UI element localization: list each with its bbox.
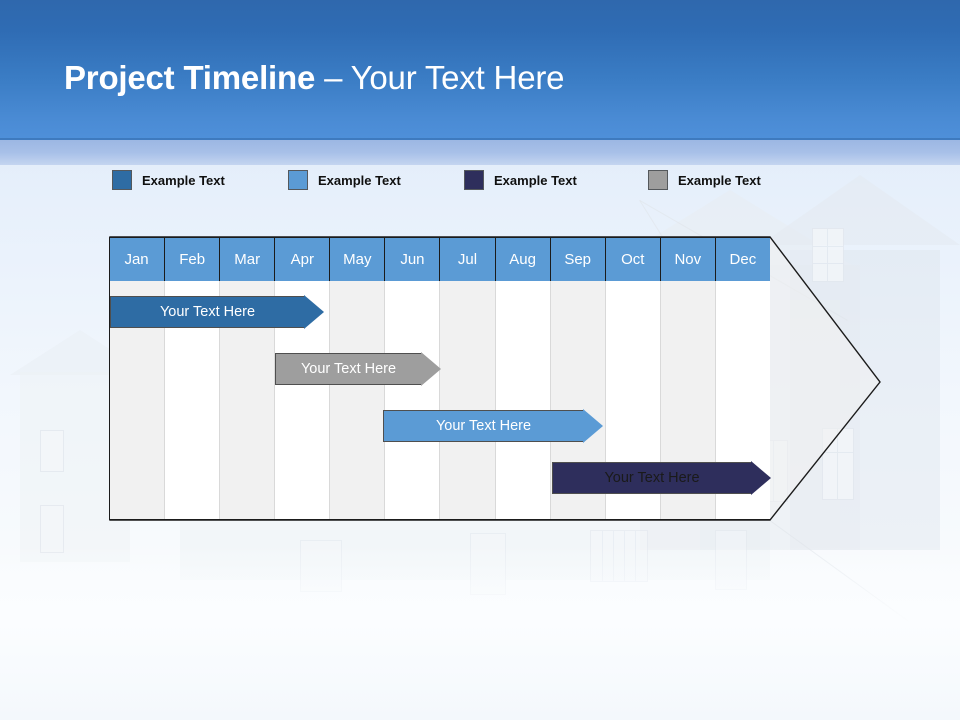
legend-item-label: Example Text (318, 172, 401, 188)
task-bar-4-label: Your Text Here (604, 470, 700, 486)
task-bar-1-body (110, 296, 305, 328)
month-column-feb: Feb (164, 237, 220, 520)
task-bar-4-body (552, 462, 752, 494)
grid-border-left (109, 237, 111, 520)
legend-item-label: Example Text (142, 172, 225, 188)
month-header-label: Jul (439, 237, 495, 281)
month-header-label: Mar (219, 237, 275, 281)
month-column-jan: Jan (109, 237, 165, 520)
task-bar-2-label: Your Text Here (300, 361, 397, 377)
month-column-mar: Mar (219, 237, 275, 520)
legend-item-1[interactable]: Example Text (112, 168, 225, 192)
month-header-label: Apr (274, 237, 330, 281)
month-header-label: Jan (109, 237, 165, 281)
grid-border-bottom (109, 518, 770, 520)
task-bar-3[interactable]: Your Text Here (383, 409, 603, 443)
month-header-label: Oct (604, 237, 660, 281)
month-column-aug: Aug (494, 237, 550, 520)
accent-band (0, 140, 960, 165)
legend-swatch-icon (464, 170, 484, 190)
task-bar-1-arrowhead-icon (304, 295, 324, 329)
month-header-label: Jun (384, 237, 440, 281)
month-header-label: Aug (494, 237, 550, 281)
header-banner (0, 0, 960, 140)
task-bar-2-body (275, 353, 422, 385)
task-bar-4[interactable]: Your Text Here (552, 461, 771, 495)
legend-item-2[interactable]: Example Text (288, 168, 401, 192)
legend-item-3[interactable]: Example Text (464, 168, 577, 192)
grid-border-top (109, 237, 770, 239)
task-bar-2[interactable]: Your Text Here (275, 352, 441, 386)
legend: Example Text Example Text Example Text E… (0, 168, 960, 194)
task-bar-1-label: Your Text Here (159, 304, 256, 320)
legend-item-label: Example Text (494, 172, 577, 188)
page-title-rest: – Your Text Here (315, 59, 565, 96)
month-header-label: May (329, 237, 385, 281)
legend-item-label: Example Text (678, 172, 761, 188)
legend-swatch-icon (112, 170, 132, 190)
task-bar-2-arrowhead-icon (421, 352, 441, 386)
legend-item-4[interactable]: Example Text (648, 168, 761, 192)
task-bar-3-label: Your Text Here (435, 418, 532, 434)
month-header-label: Nov (659, 237, 715, 281)
month-header-label: Feb (164, 237, 220, 281)
month-header-label: Sep (549, 237, 605, 281)
legend-swatch-icon (288, 170, 308, 190)
task-bar-4-arrowhead-icon (751, 461, 771, 495)
task-bar-3-body (383, 410, 584, 442)
task-bar-1[interactable]: Your Text Here (110, 295, 324, 329)
page-title-bold: Project Timeline (64, 59, 316, 96)
month-column-jul: Jul (439, 237, 495, 520)
month-header-label: Dec (714, 237, 770, 281)
page-title: Project Timeline – Your Text Here (64, 58, 564, 98)
legend-swatch-icon (648, 170, 668, 190)
task-bar-3-arrowhead-icon (583, 409, 603, 443)
